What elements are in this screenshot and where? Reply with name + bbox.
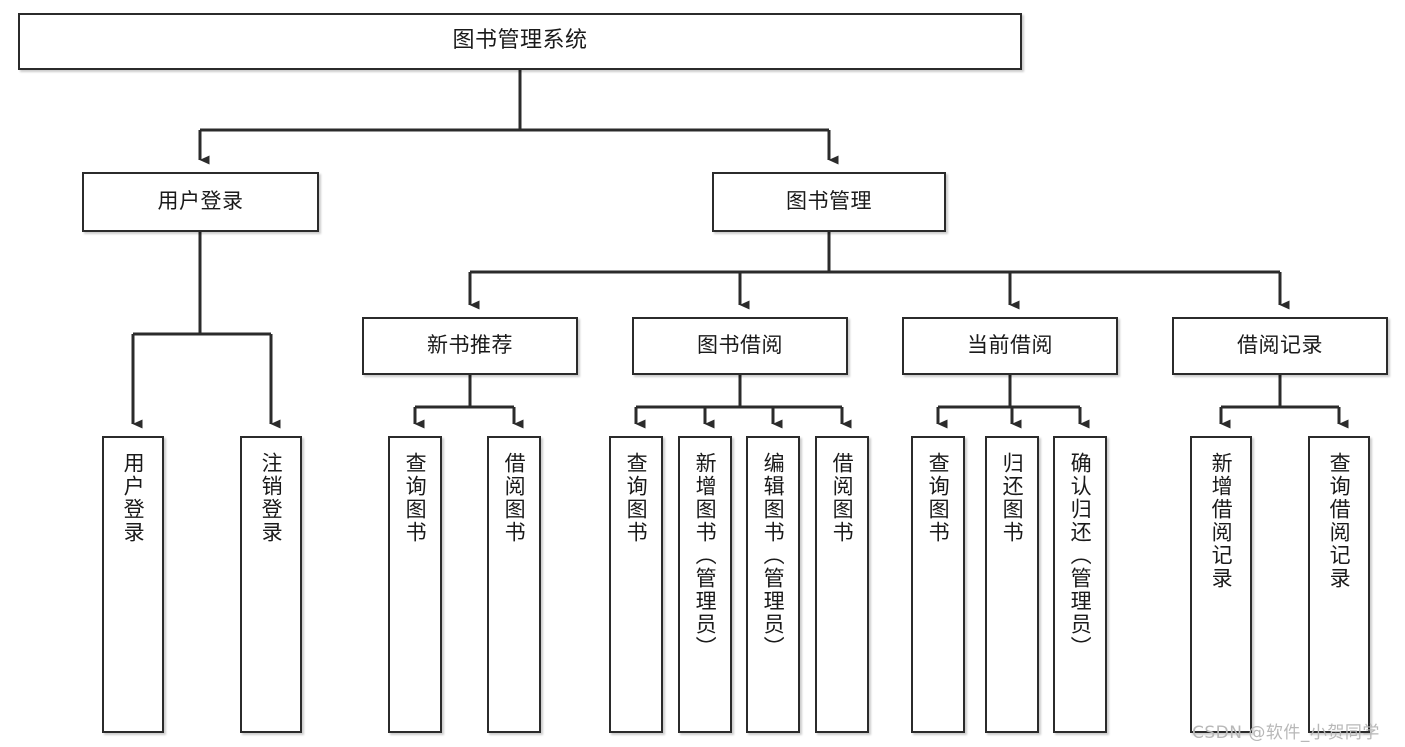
node-label: 借阅图书 — [830, 452, 855, 544]
node-leaf-edit-book-admin[interactable]: 编辑图书（管理员） — [746, 436, 800, 733]
node-book-borrow[interactable]: 图书借阅 — [632, 317, 848, 375]
node-current-borrow[interactable]: 当前借阅 — [902, 317, 1118, 375]
node-label: 新增图书（管理员） — [693, 452, 718, 659]
node-leaf-query-borrow-record[interactable]: 查询借阅记录 — [1308, 436, 1370, 733]
node-label: 编辑图书（管理员） — [761, 452, 786, 659]
node-root-book-management-system[interactable]: 图书管理系统 — [18, 13, 1022, 70]
node-leaf-borrow-book[interactable]: 借阅图书 — [815, 436, 869, 733]
node-leaf-user-login[interactable]: 用户登录 — [102, 436, 164, 733]
node-label: 借阅记录 — [1237, 333, 1323, 358]
node-label: 归还图书 — [1000, 452, 1025, 544]
node-label: 当前借阅 — [967, 333, 1053, 358]
node-borrow-record[interactable]: 借阅记录 — [1172, 317, 1388, 375]
node-label: 查询图书 — [403, 452, 428, 544]
node-leaf-add-book-admin[interactable]: 新增图书（管理员） — [678, 436, 732, 733]
node-label: 用户登录 — [121, 452, 146, 544]
node-leaf-confirm-return-admin[interactable]: 确认归还（管理员） — [1053, 436, 1107, 733]
node-label: 图书管理系统 — [452, 28, 588, 54]
node-label: 图书管理 — [786, 189, 872, 214]
node-label: 查询图书 — [926, 452, 951, 544]
node-label: 用户登录 — [157, 189, 244, 214]
node-leaf-user-logout[interactable]: 注销登录 — [240, 436, 302, 733]
node-label: 确认归还（管理员） — [1068, 452, 1093, 659]
node-user-login[interactable]: 用户登录 — [82, 172, 319, 232]
node-label: 新书推荐 — [427, 333, 513, 358]
node-label: 借阅图书 — [502, 452, 527, 544]
node-label: 新增借阅记录 — [1209, 452, 1234, 590]
node-leaf-query-book-current[interactable]: 查询图书 — [911, 436, 965, 733]
node-label: 查询图书 — [624, 452, 649, 544]
node-leaf-query-book-borrow[interactable]: 查询图书 — [609, 436, 663, 733]
csdn-watermark: CSDN @软件_小贺同学 — [1192, 723, 1380, 743]
node-label: 查询借阅记录 — [1327, 452, 1352, 590]
node-leaf-return-book[interactable]: 归还图书 — [985, 436, 1039, 733]
node-book-management[interactable]: 图书管理 — [712, 172, 946, 232]
node-label: 注销登录 — [259, 452, 284, 544]
node-label: 图书借阅 — [697, 333, 783, 358]
node-new-book-recommend[interactable]: 新书推荐 — [362, 317, 578, 375]
node-leaf-query-book-recommend[interactable]: 查询图书 — [388, 436, 442, 733]
node-leaf-borrow-book-recommend[interactable]: 借阅图书 — [487, 436, 541, 733]
node-leaf-add-borrow-record[interactable]: 新增借阅记录 — [1190, 436, 1252, 733]
